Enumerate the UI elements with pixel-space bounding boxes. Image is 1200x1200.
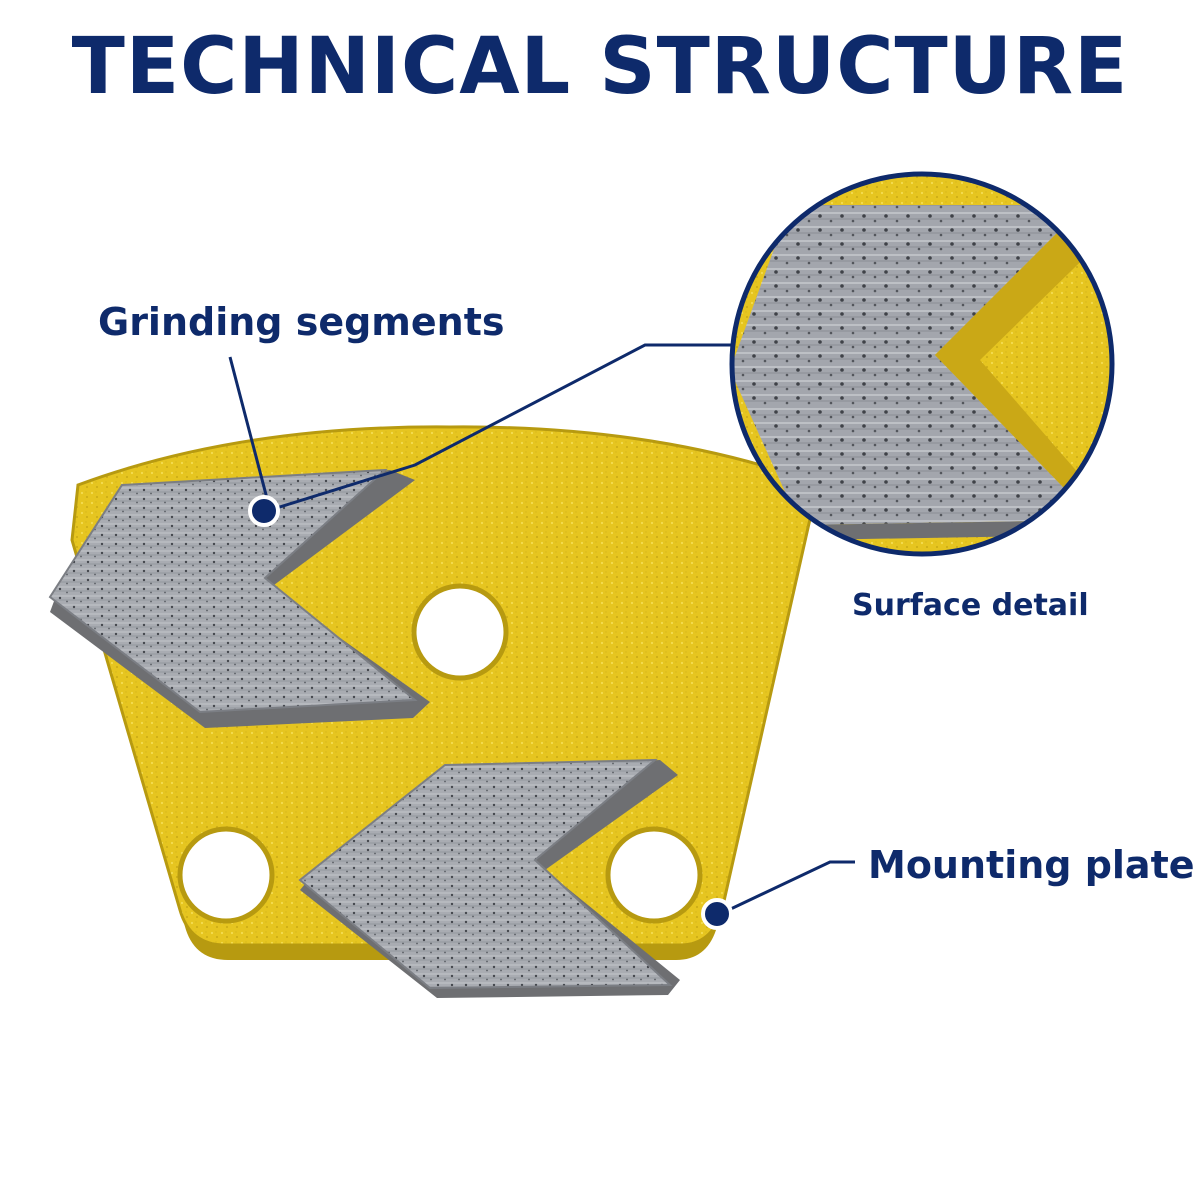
surface-detail-label: Surface detail (852, 588, 1089, 623)
mounting-hole (605, 826, 703, 924)
surface-detail-zoom (729, 171, 1115, 557)
grinding-segments-label: Grinding segments (98, 300, 505, 344)
mounting-plate-leader-line (717, 860, 855, 917)
circle-dot-icon (701, 898, 733, 930)
grinding-segment-lower (298, 758, 680, 998)
mounting-hole (177, 826, 275, 924)
grinding-segments-leader-line (228, 343, 735, 512)
grinding-segment-upper (48, 468, 430, 728)
mounting-plate-label: Mounting plate (868, 843, 1195, 887)
circle-dot-icon (248, 495, 280, 527)
page-title: TECHNICAL STRUCTURE (71, 22, 1129, 112)
mounting-hole (411, 583, 509, 681)
